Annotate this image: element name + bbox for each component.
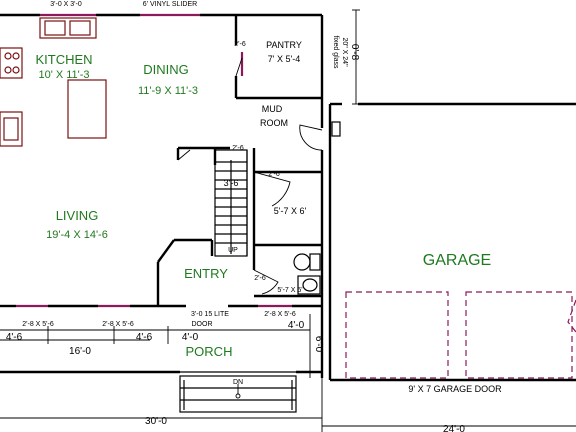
dining-name: DINING [143,62,189,77]
bath-fixtures [293,253,321,295]
stairs [214,149,248,257]
porch-name: PORCH [186,344,233,359]
dim-porch-entry: 4'-0 [182,332,199,343]
porch-window-1-label: 2'-8 X 5'-6 [22,321,54,328]
vinyl-slider-label: 6' VINYL SLIDER [143,1,197,8]
kitchen-size: 10' X 11'-3 [38,69,89,81]
living-name: LIVING [56,208,99,223]
dim-porch-left: 4'-6 [6,332,23,343]
entry-name: ENTRY [184,266,228,281]
windows [16,13,292,308]
dim-right-top: 0'-8 [349,44,360,61]
closet-door-label: 2'-6 [268,171,280,178]
stair-door-label: 2'-6 [232,145,244,152]
pantry-name: PANTRY [266,40,302,50]
dim-porch-depth: 6'-0 [313,336,324,353]
garage-name: GARAGE [423,252,491,269]
pantry-door-label: 2'-6 [234,41,246,48]
doors [177,57,341,295]
kitchen-fixtures [0,17,107,147]
up-label: UP [228,247,238,254]
fixed-glass-label: fixed glass [332,35,339,69]
dimension-lines [0,9,576,432]
kitchen-name: KITCHEN [35,52,92,67]
dim-overall-30: 30'-0 [145,416,167,427]
dim-porch-right: 4'-0 [288,320,305,331]
bath-size: 5'-7 X 5' [277,287,302,294]
entry-door-label-line1: 3'-0 15 LITE [191,311,229,318]
walls [0,13,576,382]
dn-label: DN [233,379,243,386]
bath-door-label: 2'-6 [254,275,266,282]
mud-room-line2: ROOM [260,118,288,128]
porch-steps [179,375,297,413]
stair-width-label: 3'-6 [224,178,239,188]
fixed-glass-size: 20" X 24" [341,37,348,67]
entry-door-label-line2: DOOR [192,321,213,328]
living-size: 19'-4 X 14'-6 [46,229,108,241]
dim-porch-16: 16'-0 [69,346,91,357]
dim-overall-24: 24'-0 [443,424,465,432]
dim-porch-mid: 4'-6 [136,332,153,343]
garage-door-label: 9' X 7 GARAGE DOOR [408,384,502,394]
pantry-size: 7' X 5'-4 [268,54,300,64]
dining-size: 11'-9 X 11'-3 [138,85,198,97]
closet-size: 5'-7 X 6' [274,206,307,216]
mud-room-line1: MUD [262,104,283,114]
porch-window-2-label: 2'-8 X 5'-6 [102,321,134,328]
porch-window-3-label: 2'-8 X 5'-6 [264,311,296,318]
garage-doors [345,291,576,379]
top-window-label: 3'-0 X 3'-0 [50,1,82,8]
